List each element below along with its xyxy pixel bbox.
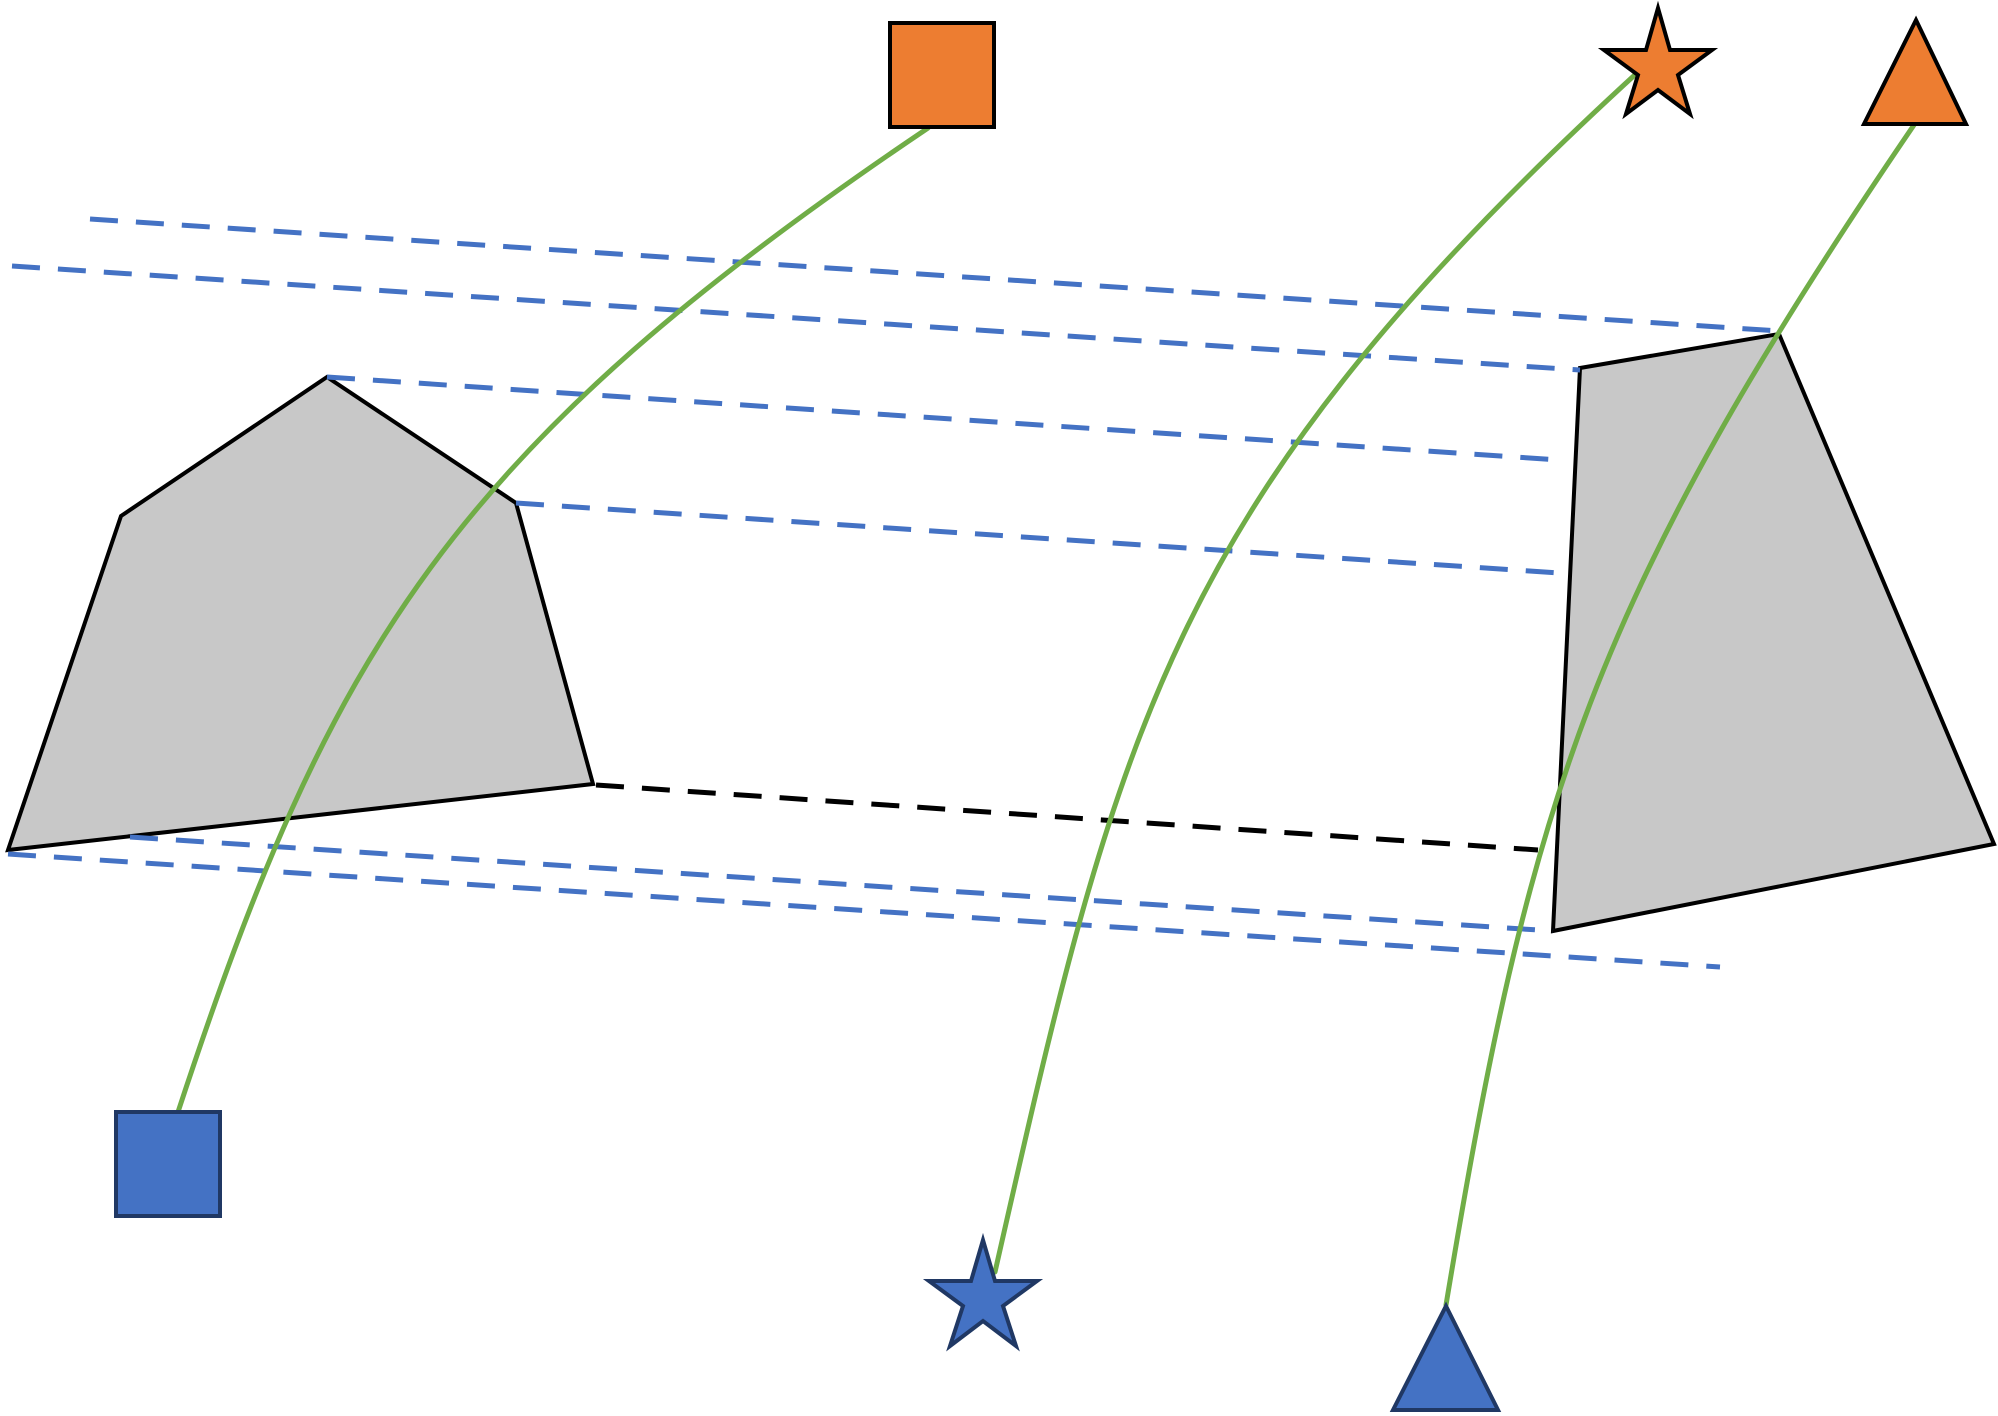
blue-dashed-guides — [7, 216, 1780, 970]
end-markers — [888, 0, 1970, 129]
square-icon — [114, 1110, 222, 1218]
guide-line-6 — [7, 851, 1721, 970]
trajectory-square — [175, 125, 931, 1115]
right-panel — [1550, 331, 1997, 934]
square-icon — [888, 21, 996, 129]
guide-line-2 — [11, 263, 1581, 373]
start-markers — [114, 1110, 1502, 1412]
guide-line-3 — [326, 374, 1561, 463]
panels — [5, 331, 1997, 934]
trajectory-star — [992, 69, 1641, 1275]
star-icon — [922, 1232, 1044, 1352]
guide-line-4 — [515, 500, 1561, 576]
trajectories — [175, 69, 1919, 1308]
black-dashed-connector — [595, 782, 1539, 853]
triangle-icon — [1389, 1301, 1502, 1412]
left-panel — [5, 374, 596, 853]
guide-line-5 — [129, 834, 1554, 934]
triangle-icon — [1860, 15, 1970, 126]
star-icon — [1597, 0, 1719, 120]
trajectory-triangle — [1443, 119, 1919, 1308]
guide-line-1 — [89, 216, 1780, 334]
